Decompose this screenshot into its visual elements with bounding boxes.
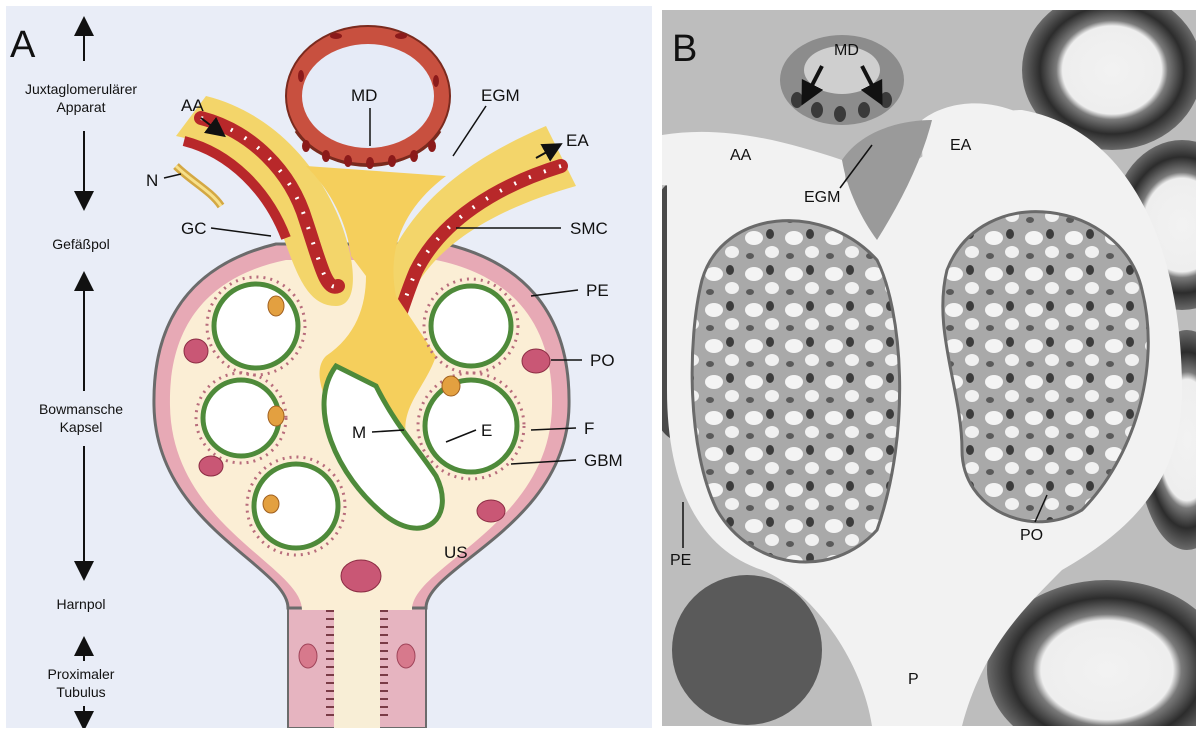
label-md: MD (351, 86, 377, 105)
label-po: PO (590, 351, 615, 370)
label-pe: PE (586, 281, 609, 300)
label-e: E (481, 421, 492, 440)
label-b-aa: AA (730, 147, 752, 164)
label-smc: SMC (570, 219, 608, 238)
label-gc: GC (181, 219, 207, 238)
label-ea: EA (566, 131, 589, 150)
proximal-tubule (288, 604, 426, 728)
label-b-ea: EA (950, 137, 972, 154)
glomerular-tuft-left (692, 221, 900, 562)
label-b-p: P (908, 671, 919, 688)
panel-b-micrograph: MD AA EA EGM PE PO P B (662, 10, 1196, 726)
glomerulus-diagram: MD EGM AA EA N GC SMC PE PO M E F GBM US (6, 6, 652, 728)
label-aa: AA (181, 96, 204, 115)
label-egm: EGM (481, 86, 520, 105)
label-us: US (444, 543, 468, 562)
nerve (176, 166, 221, 206)
label-b-po: PO (1020, 527, 1043, 544)
panel-b-letter: B (672, 30, 697, 68)
label-b-md: MD (834, 42, 859, 59)
label-m: M (352, 423, 366, 442)
label-gbm: GBM (584, 451, 623, 470)
micrograph-image: MD AA EA EGM PE PO P (662, 10, 1196, 726)
label-f: F (584, 419, 594, 438)
label-n: N (146, 171, 158, 190)
panel-a-schematic: A Juxtaglomerulärer Apparat Gefäßpol Bow… (6, 6, 652, 728)
label-b-egm: EGM (804, 189, 840, 206)
label-b-pe: PE (670, 552, 691, 569)
